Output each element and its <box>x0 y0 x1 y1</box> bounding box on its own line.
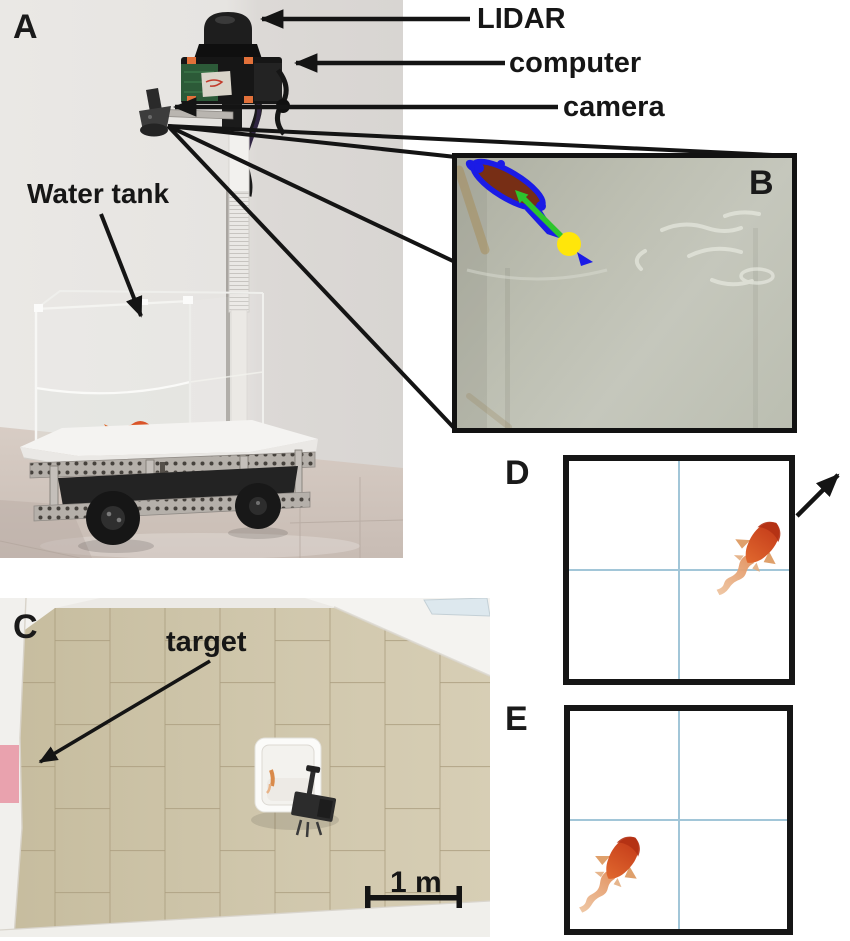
panel-d-letter: D <box>505 454 530 492</box>
panel-b-tracking-view <box>457 158 775 428</box>
heading-arrow <box>515 190 563 238</box>
panel-b-letter: B <box>749 164 774 202</box>
wall-bottom <box>0 901 490 937</box>
scale-bar-label: 1 m <box>390 866 442 899</box>
fish-top-view <box>269 769 275 787</box>
scale-bar <box>365 886 462 908</box>
vehicle-top-view <box>251 737 339 838</box>
tracked-fish <box>465 158 593 266</box>
computer-device <box>181 57 290 136</box>
panel-d-tank-diagram <box>563 455 795 685</box>
panel-a-photo <box>0 0 404 559</box>
vehicle-wheels <box>86 483 281 545</box>
crosshair-horizontal <box>570 819 787 821</box>
fish-diagram <box>579 836 640 913</box>
skylight <box>423 597 491 617</box>
panel-e-letter: E <box>505 700 528 738</box>
water-tank-label: Water tank <box>27 178 170 209</box>
sensor-stack <box>139 12 290 137</box>
panel-a-letter: A <box>13 8 38 46</box>
target-marker <box>0 745 19 803</box>
panel-c-illustration <box>0 597 491 938</box>
target-label: target <box>166 626 247 658</box>
centroid-marker <box>557 232 581 256</box>
camera-label: camera <box>563 91 665 123</box>
wall-top-right <box>305 598 490 676</box>
panel-c-photo <box>0 597 491 938</box>
lidar-label: LIDAR <box>477 3 566 35</box>
fish-diagram <box>716 521 781 596</box>
computer-label: computer <box>509 47 642 79</box>
crosshair-horizontal <box>569 569 789 571</box>
vehicle-direction-arrow <box>795 473 840 518</box>
panel-e-tank-diagram <box>564 705 793 935</box>
lidar-device <box>194 12 262 59</box>
panel-a-illustration <box>0 0 404 559</box>
panel-c-letter: C <box>13 608 38 646</box>
water-reflections <box>634 210 775 287</box>
panel-b-inset <box>452 153 797 433</box>
